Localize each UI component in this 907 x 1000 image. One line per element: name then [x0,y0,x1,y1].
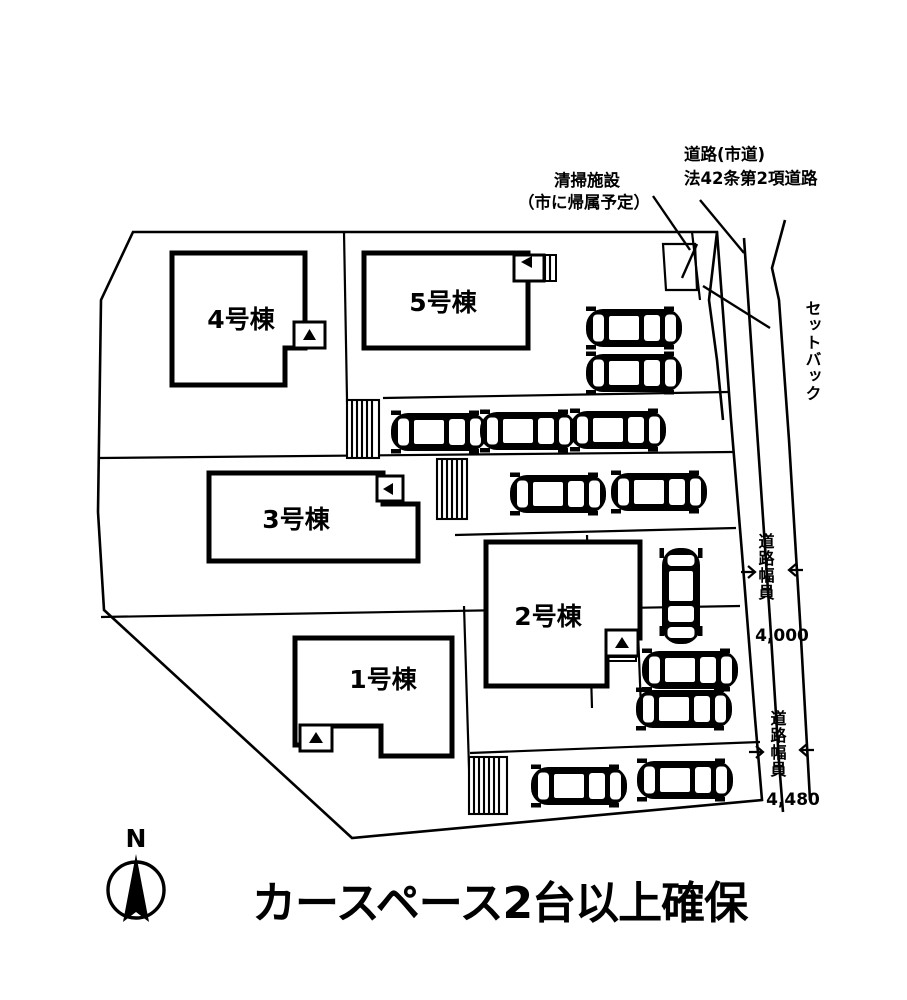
building-3-label: 3号棟 [262,505,330,534]
car-icon [659,548,703,644]
road-width-upper-value: 4,000 [755,626,809,646]
road-width-lower-value: 4,480 [766,790,820,810]
car-icon [570,408,666,452]
building-2[interactable]: 2号棟 [483,539,643,689]
caption-text: カースペース2台以上確保 [252,878,749,929]
road-width-upper-label: 道路幅員 [756,532,776,601]
road-width-lower-label: 道路幅員 [768,709,788,778]
building-1-entrance [298,723,334,753]
building-1[interactable]: 1号棟 [292,635,455,759]
car-icon [480,409,576,453]
building-1-label: 1号棟 [349,665,417,694]
building-3[interactable]: 3号棟 [206,470,421,564]
building-1-entrance-arrow-icon [309,732,323,743]
building-2-label: 2号棟 [514,602,582,631]
public-road-line2: 法42条第2項道路 [684,168,818,188]
hatch-steps-lower [467,755,509,816]
site-boundary [96,230,764,840]
dimension-road-width-lower: 道路幅員 4,480 [766,709,820,810]
annotation-public-road: 道路(市道) 法42条第2項道路 [684,144,818,188]
car-icon [586,306,682,350]
public-road-line1: 道路(市道) [684,144,765,164]
car-icon [636,687,732,731]
building-4-label: 4号棟 [207,305,275,334]
car-icon [642,648,738,692]
dimension-ticks [741,563,814,759]
car-icon [637,758,733,802]
compass-needle-icon [123,854,149,922]
leader-lines [652,195,771,330]
north-arrow: N [106,824,166,922]
car-icon [391,410,487,454]
building-5-entrance-arrow-icon [521,256,532,268]
car-icon [586,351,682,395]
building-5-label: 5号棟 [409,288,477,317]
road-lines [707,219,812,813]
cleaning-facility-line1: 清掃施設 [554,170,621,190]
building-2-entrance-arrow-icon [615,637,629,648]
hatch-steps-middle [435,457,469,521]
north-letter: N [126,824,147,853]
hatch-steps-upper [345,398,381,460]
annotation-cleaning-facility: 清掃施設 （市に帰属予定） [518,170,650,212]
building-4[interactable]: 4号棟 [169,250,327,388]
building-4-entrance-arrow-icon [303,329,316,340]
car-icon [531,764,627,808]
building-3-entrance-arrow-icon [383,483,393,495]
cleaning-facility-line2: （市に帰属予定） [518,192,650,212]
car-icon [611,470,707,514]
setback-label: セットバック [803,300,822,402]
car-icon [510,472,606,516]
dimension-road-width-upper: 道路幅員 4,000 [755,532,809,646]
car-space-group-row-upper [391,408,666,454]
building-5[interactable]: 5号棟 [361,250,546,351]
annotation-setback: セットバック [803,300,822,402]
cleaning-facility-box [661,242,699,292]
